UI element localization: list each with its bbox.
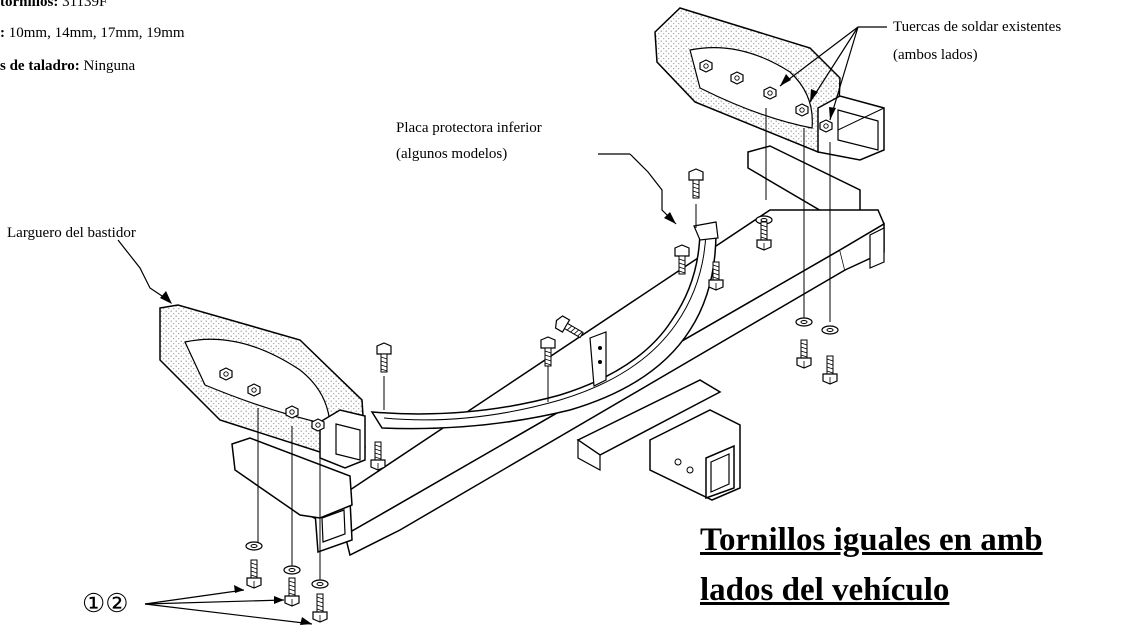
drill-label: s de taladro: bbox=[0, 58, 80, 74]
bolt-reference-numbers: ①② bbox=[82, 589, 129, 618]
drill-value: Ninguna bbox=[83, 58, 136, 74]
alignment-lines bbox=[257, 108, 831, 580]
tools-line: : 10mm, 14mm, 17mm, 19mm bbox=[0, 24, 185, 42]
note-line1: Tornillos iguales en amb bbox=[700, 522, 1043, 558]
weld-nuts-label-line1: Tuercas de soldar existentes bbox=[893, 19, 1062, 35]
frame-rail-label: Larguero del bastidor bbox=[7, 225, 136, 241]
skid-plate bbox=[370, 221, 719, 430]
right-frame-rail bbox=[654, 7, 885, 161]
hitch-crossbar bbox=[231, 145, 885, 557]
bolt-kit-label: tornillos: bbox=[0, 0, 59, 10]
drill-line: s de taladro: Ninguna bbox=[0, 57, 135, 75]
bolt-kit-line: tornillos: 31139F bbox=[0, 0, 107, 11]
skid-plate-label-line1: Placa protectora inferior bbox=[396, 120, 542, 136]
weld-nuts-label-line2: (ambos lados) bbox=[893, 47, 978, 63]
leader-arrowheads bbox=[160, 74, 836, 625]
note-line2: lados del vehículo bbox=[700, 572, 950, 608]
skid-plate-label-line2: (algunos modelos) bbox=[396, 146, 508, 162]
bolt-kit-value: 31139F bbox=[62, 0, 108, 10]
tools-label: : bbox=[0, 25, 5, 41]
leader-lines bbox=[117, 26, 887, 625]
tools-value: 10mm, 14mm, 17mm, 19mm bbox=[8, 25, 185, 41]
